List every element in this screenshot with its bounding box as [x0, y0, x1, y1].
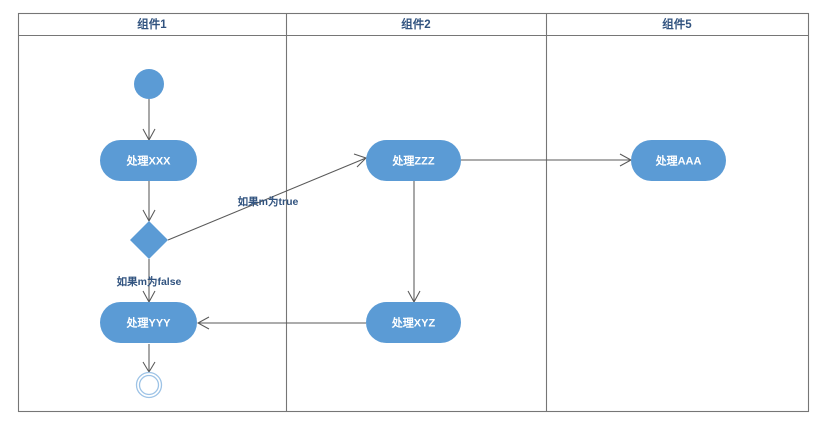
action-node-label: 处理XXX [125, 153, 171, 167]
edge-label-if-m-true: 如果m为true [238, 195, 299, 208]
final-node-outer-circle[interactable] [135, 371, 163, 399]
node-proc-xxx[interactable]: 处理XXX [100, 140, 197, 181]
flow-edges [142, 99, 633, 374]
node-proc-aaa[interactable]: 处理AAA [631, 140, 726, 181]
lane-title-组件5: 组件5 [662, 17, 692, 31]
action-node-label: 处理AAA [655, 153, 702, 167]
edge-start-to-proc-xxx [142, 99, 156, 142]
node-initial[interactable] [134, 69, 164, 99]
edge-label-if-m-false: 如果m为false [117, 275, 182, 288]
action-node-shape[interactable] [366, 140, 461, 181]
lane-title-组件1: 组件1 [137, 17, 167, 31]
action-node-label: 处理YYY [125, 315, 171, 329]
edge-decision-to-proc-zzz [167, 153, 367, 241]
edge-proc-yyy-to-end [142, 344, 156, 374]
edge-proc-zzz-to-proc-xyz [407, 181, 421, 304]
node-proc-yyy[interactable]: 处理YYY [100, 302, 197, 343]
final-node-inner-circle [138, 374, 160, 396]
node-proc-zzz[interactable]: 处理ZZZ [366, 140, 461, 181]
lane-headers: 组件1 组件2 组件5 [137, 17, 692, 31]
action-node-label: 处理ZZZ [391, 153, 434, 167]
node-decision[interactable] [130, 221, 168, 259]
swimlane-frame [17, 12, 810, 413]
diagram-border [17, 12, 810, 413]
decision-node-shape[interactable] [130, 221, 168, 259]
action-node-label: 处理XYZ [391, 315, 436, 329]
edge-proc-xxx-to-decision [142, 181, 156, 223]
edge-proc-zzz-to-proc-aaa [461, 153, 633, 167]
action-node-shape[interactable] [100, 140, 197, 181]
lane-title-组件2: 组件2 [401, 17, 430, 31]
action-node-shape[interactable] [366, 302, 461, 343]
node-final[interactable] [135, 371, 163, 399]
action-node-shape[interactable] [100, 302, 197, 343]
edge-labels: 如果m为true 如果m为false [117, 195, 299, 288]
edge-proc-xyz-to-proc-yyy [196, 316, 366, 330]
node-proc-xyz[interactable]: 处理XYZ [366, 302, 461, 343]
initial-node-circle[interactable] [134, 69, 164, 99]
action-node-shape[interactable] [631, 140, 726, 181]
